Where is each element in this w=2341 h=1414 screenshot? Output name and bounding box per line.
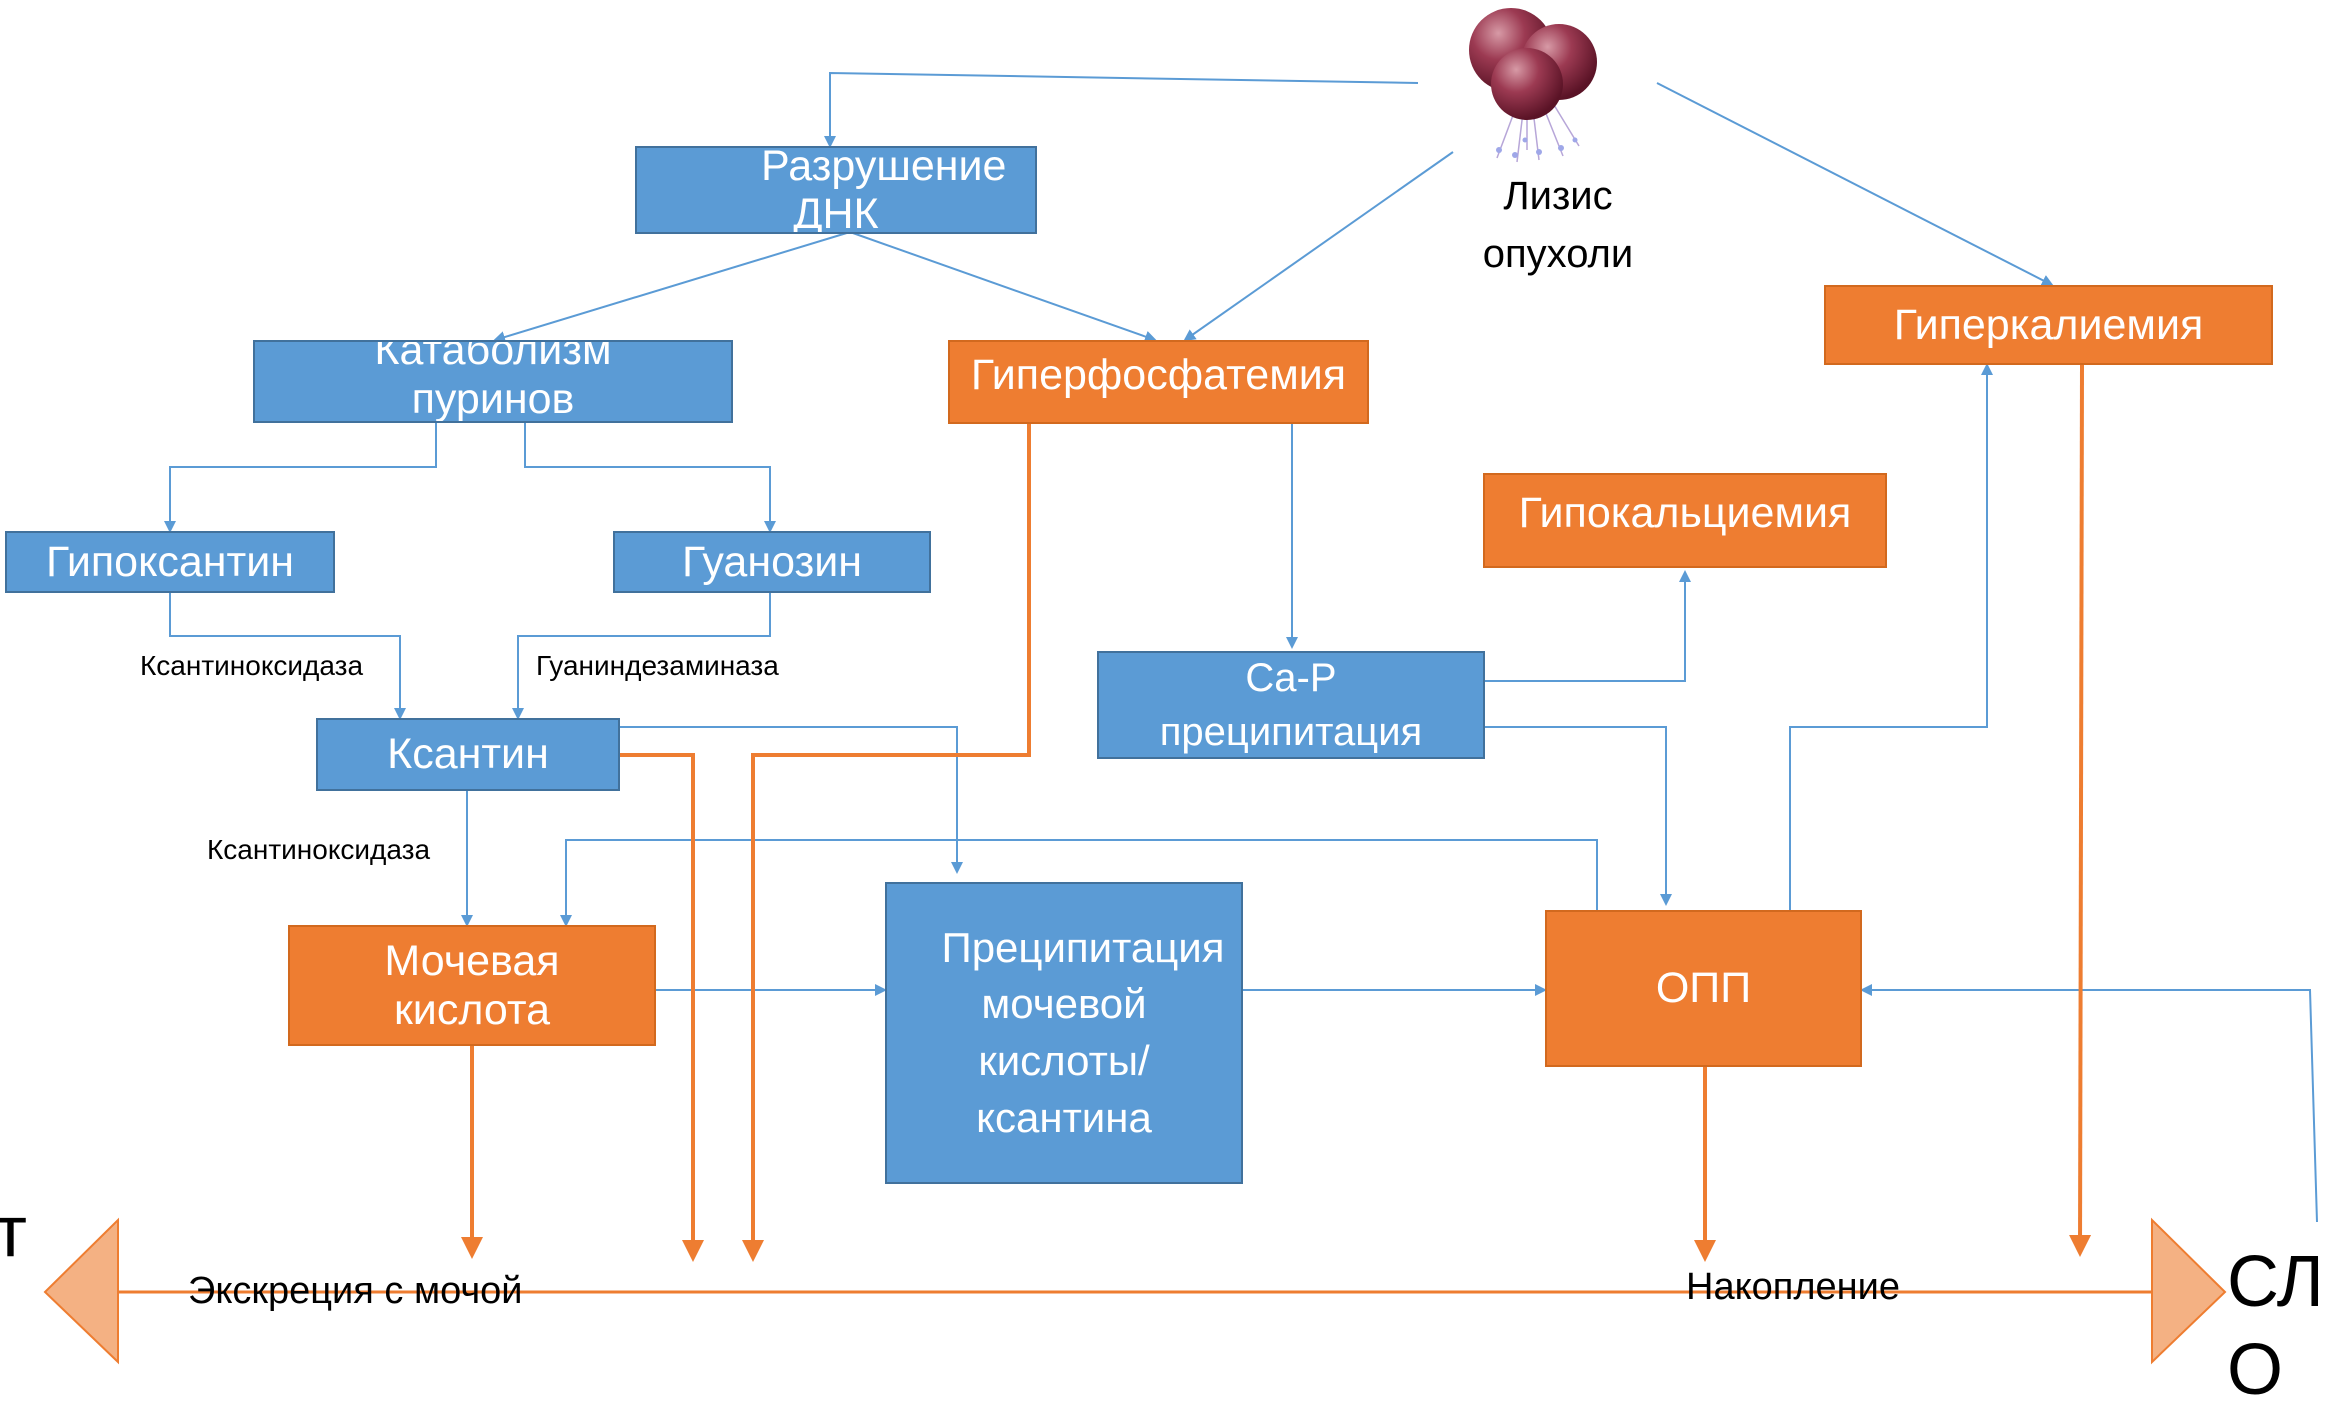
arrow-hyperphosphatemia-to-excretion: [742, 422, 1031, 1262]
arrow-hyperkalemia-to-accumulation: [2069, 364, 2092, 1257]
enzyme-xanthine-oxidase-2: Ксантиноксидаза: [207, 834, 431, 865]
node-hyperphosphatemia: Гиперфосфатемия: [948, 340, 1369, 424]
left-axis-head: [43, 1217, 119, 1365]
node-precipitation-label: Преципитация мочевой кислоты/ ксантина: [941, 923, 1225, 1141]
node-purine-label: Катаболизм пуринов: [374, 340, 612, 423]
arrow-tumor-to-hyperphosphatemia: [1183, 151, 1454, 342]
node-xanthine: Ксантин: [316, 718, 620, 791]
node-uric-acid-label: Мочевая кислота: [384, 937, 560, 1034]
arrow-aki-to-uric-acid: [560, 839, 1598, 927]
arrow-dna-to-hyperphosphatemia: [849, 231, 1157, 343]
node-hyperkalemia-label: Гиперкалиемия: [1893, 300, 2204, 349]
tumor-lysis-label: Лизис опухоли: [1482, 174, 1634, 276]
arrow-hypoxanthine-to-xanthine: [169, 591, 406, 720]
node-guanosine: Гуанозин: [613, 531, 931, 593]
accumulation-label: Накопление: [1686, 1266, 1900, 1308]
node-hypoxanthine-label: Гипоксантин: [45, 537, 294, 586]
right-end-label: СЛО: [2227, 1242, 2324, 1410]
arrow-purine-to-guanosine: [524, 421, 776, 533]
node-guanosine-label: Гуанозин: [682, 537, 862, 586]
arrow-xanthine-to-precipitation: [617, 726, 963, 874]
node-ca-p-precipitation: Ca-P преципитация: [1097, 651, 1485, 759]
node-ca-p-label: Ca-P преципитация: [1159, 656, 1423, 754]
left-end-label: т: [0, 1192, 27, 1272]
node-hyperphosphatemia-label: Гиперфосфатемия: [970, 350, 1347, 399]
arrow-slo-to-aki: [1860, 984, 2318, 1223]
enzyme-guanine-deaminase: Гуаниндезаминаза: [536, 650, 779, 681]
arrow-tumor-to-dna: [824, 71, 1419, 148]
node-hyperkalemia: Гиперкалиемия: [1824, 285, 2273, 365]
node-purine-catabolism: Катаболизм пуринов: [253, 340, 733, 423]
arrow-guanosine-to-xanthine: [512, 591, 771, 720]
arrow-xanthine-to-excretion: [617, 753, 704, 1262]
node-dna-destruction: Разрушение ДНК: [635, 146, 1037, 234]
node-aki: ОПП: [1545, 910, 1862, 1067]
node-dna-label: Разрушение ДНК: [761, 146, 1007, 234]
arrow-cap-to-aki: [1478, 726, 1672, 906]
excretion-label: Экскреция с мочой: [188, 1270, 523, 1312]
node-hypoxanthine: Гипоксантин: [5, 531, 335, 593]
node-hypocalcemia-label: Гипокальциемия: [1518, 489, 1852, 538]
tumor-cells-icon: [1469, 8, 1597, 163]
node-aki-label: ОПП: [1655, 964, 1752, 1013]
node-xanthine-label: Ксантин: [387, 730, 549, 779]
node-uric-acid-precipitation: Преципитация мочевой кислоты/ ксантина: [885, 882, 1243, 1184]
node-uric-acid: Мочевая кислота: [288, 925, 656, 1046]
enzyme-xanthine-oxidase-1: Ксантиноксидаза: [140, 650, 364, 681]
arrow-cap-to-hypocalcemia: [1478, 570, 1691, 682]
arrow-tumor-to-hyperkalemia: [1656, 82, 2054, 286]
arrow-purine-to-hypoxanthine: [164, 421, 437, 533]
arrow-dna-to-purine: [493, 231, 851, 343]
right-axis-head: [2151, 1217, 2227, 1365]
arrow-aki-to-hyperkalemia: [1789, 363, 1993, 910]
node-hypocalcemia: Гипокальциемия: [1483, 473, 1887, 568]
